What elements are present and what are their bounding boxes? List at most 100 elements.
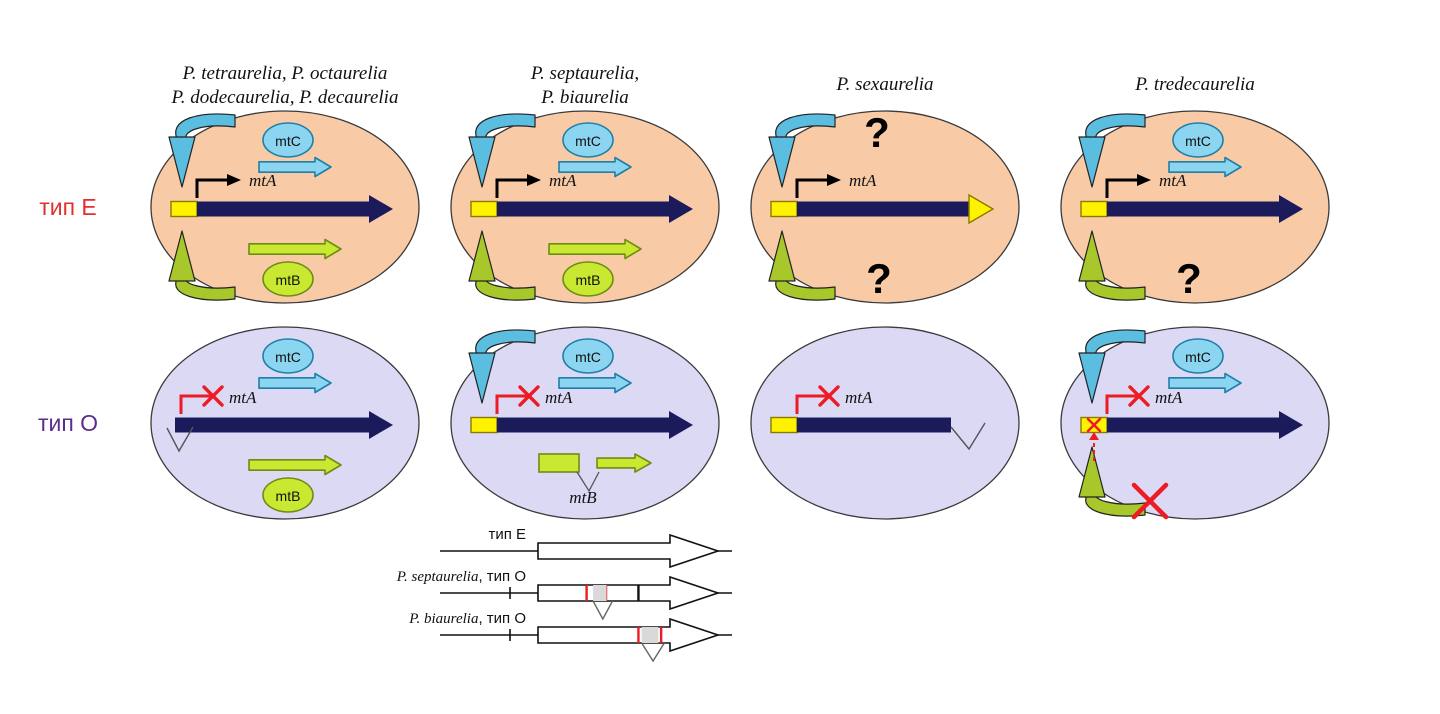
mta-arrowhead (369, 195, 393, 223)
mta-promoter-box (1080, 200, 1108, 218)
mtc-bubble-label: mtC (1185, 349, 1211, 365)
mta-deletion-mark (950, 422, 986, 451)
mtb-regulator-curve-head (468, 230, 496, 282)
mtb-exon-segment-right (596, 453, 652, 473)
mta-gene-label: mtA (549, 171, 577, 190)
cell-o-col1: mtC mtB mtA (150, 326, 420, 520)
mta-gene-label: mtA (229, 388, 257, 407)
cell-e-col3: ??mtA (750, 109, 1020, 304)
mta-gene-label: mtA (845, 388, 873, 407)
mtc-regulator-curve (1078, 113, 1146, 188)
mtb-bubble: mtB (262, 261, 314, 297)
mta-promoter-arrowhead (227, 174, 241, 186)
mtc-expression-arrow (558, 156, 632, 178)
mta-arrowhead-divergent (968, 193, 995, 225)
mtc-bubble-label: mtC (575, 133, 601, 149)
column-title-3: P. sexaurelia (835, 74, 933, 95)
mta-promoter-box (470, 416, 498, 434)
legend-row-legend-biaurelia-o: P. biaurelia, тип O (408, 610, 732, 663)
mtc-expression-arrow (1168, 372, 1242, 394)
mta-promoter-blocked-x-icon-stroke-b (202, 385, 224, 407)
mtc-regulator-curve (168, 113, 236, 188)
mtb-bubble-label: mtB (276, 488, 301, 504)
mtb-expression-arrow (548, 238, 642, 260)
mta-gene-body (497, 417, 669, 433)
mtb-regulator-curve (468, 230, 536, 301)
mta-promoter-arrowhead (827, 174, 841, 186)
mtc-bubble: mtC (262, 338, 314, 374)
mtc-bubble-label: mtC (275, 349, 301, 365)
mtb-exon-segment-left (538, 453, 580, 473)
mta-promoter-arrow (195, 178, 231, 198)
mtc-expression-arrow (258, 372, 332, 394)
mtb-regulator-curve (1078, 446, 1146, 517)
mtc-bubble-shape (262, 338, 314, 374)
species-title-line: P. tredecaurelia (1134, 74, 1255, 95)
cell-o-col4: mtC mtA (1060, 326, 1330, 520)
mtc-regulator-curve (768, 113, 836, 188)
mta-arrowhead (1279, 195, 1303, 223)
mtb-bubble-label: mtB (276, 272, 301, 288)
mta-promoter-arrow (1105, 178, 1141, 198)
species-title-line: P. tetraurelia, P. octaurelia (182, 63, 388, 84)
mtc-regulator-curve-head (1078, 136, 1106, 188)
mtc-bubble: mtC (262, 122, 314, 158)
mtc-bubble-shape (1172, 122, 1224, 158)
legend-row-legend-septaurelia-o: P. septaurelia, тип O (396, 568, 732, 621)
mtb-regulator-curve (768, 230, 836, 301)
mtc-bubble-shape (562, 122, 614, 158)
mtb-regulator-curve (1078, 230, 1146, 301)
legend-label-plain: , тип O (478, 610, 526, 627)
mtc-bubble-shape (1172, 338, 1224, 374)
mtb-bubble-shape (562, 261, 614, 297)
mtc-regulator-curve-body (175, 113, 236, 142)
mta-promoter-box (170, 200, 198, 218)
row-label-row-e: тип E (39, 194, 97, 220)
mtb-regulator-curve-head (1078, 446, 1106, 498)
cell-o-col2: mtC mtB mtA (450, 326, 720, 520)
column-title-4: P. tredecaurelia (1134, 74, 1255, 95)
legend-label-italic: P. septaurelia (396, 569, 479, 585)
cells-group: mtCmtBmtAmtCmtBmtA??mtAmtC?mtAmtCmtBmtAm… (150, 109, 1330, 520)
legend-gene-model (537, 575, 721, 611)
mta-promoter-blocked-x-icon (518, 385, 540, 407)
mta-promoter-blocked-x-icon (818, 385, 840, 407)
legend-label: тип E (488, 526, 526, 543)
mta-gene-label: mtA (545, 388, 573, 407)
mta-promoter-blocked-x-icon-stroke-b (1128, 385, 1150, 407)
mta-promoter-blocked-x-icon-stroke-b (818, 385, 840, 407)
legend-deletion-mark (592, 600, 614, 621)
legend-group: тип EP. septaurelia, тип OP. biaurelia, … (396, 526, 732, 663)
legend-label: P. septaurelia, тип O (396, 568, 526, 585)
legend-gene-model (537, 533, 721, 569)
mtb-expression-arrow (248, 238, 342, 260)
mta-promoter-blocked-x-icon (202, 385, 224, 407)
mtc-regulator-curve-body (775, 113, 836, 142)
mtb-pathway-blocked-x-icon (1131, 482, 1169, 520)
legend-deleted-region (593, 585, 607, 601)
mtb-gene-label: mtB (569, 488, 597, 507)
mta-activation-dashed-arrowhead (1089, 432, 1099, 440)
mta-gene-body (797, 417, 951, 433)
mtc-bubble: mtC (562, 338, 614, 374)
mtc-regulator-curve-head (468, 136, 496, 188)
mtc-unknown-question-icon: ? (864, 109, 890, 156)
legend-label-plain: , тип O (478, 568, 526, 585)
mta-gene-label: mtA (1155, 388, 1183, 407)
mtb-bubble-label: mtB (576, 272, 601, 288)
legend-label-plain: тип E (488, 526, 526, 543)
mtc-regulator-curve (468, 113, 536, 188)
mta-promoter-arrow (495, 178, 531, 198)
mtb-regulator-curve-head (1078, 230, 1106, 282)
mtc-regulator-curve-body (475, 113, 536, 142)
mtb-bubble-shape (262, 261, 314, 297)
mtb-unknown-question-icon: ? (866, 255, 892, 302)
mtc-expression-arrow (1168, 156, 1242, 178)
mta-promoter-arrowhead (527, 174, 541, 186)
mtc-bubble-label: mtC (275, 133, 301, 149)
